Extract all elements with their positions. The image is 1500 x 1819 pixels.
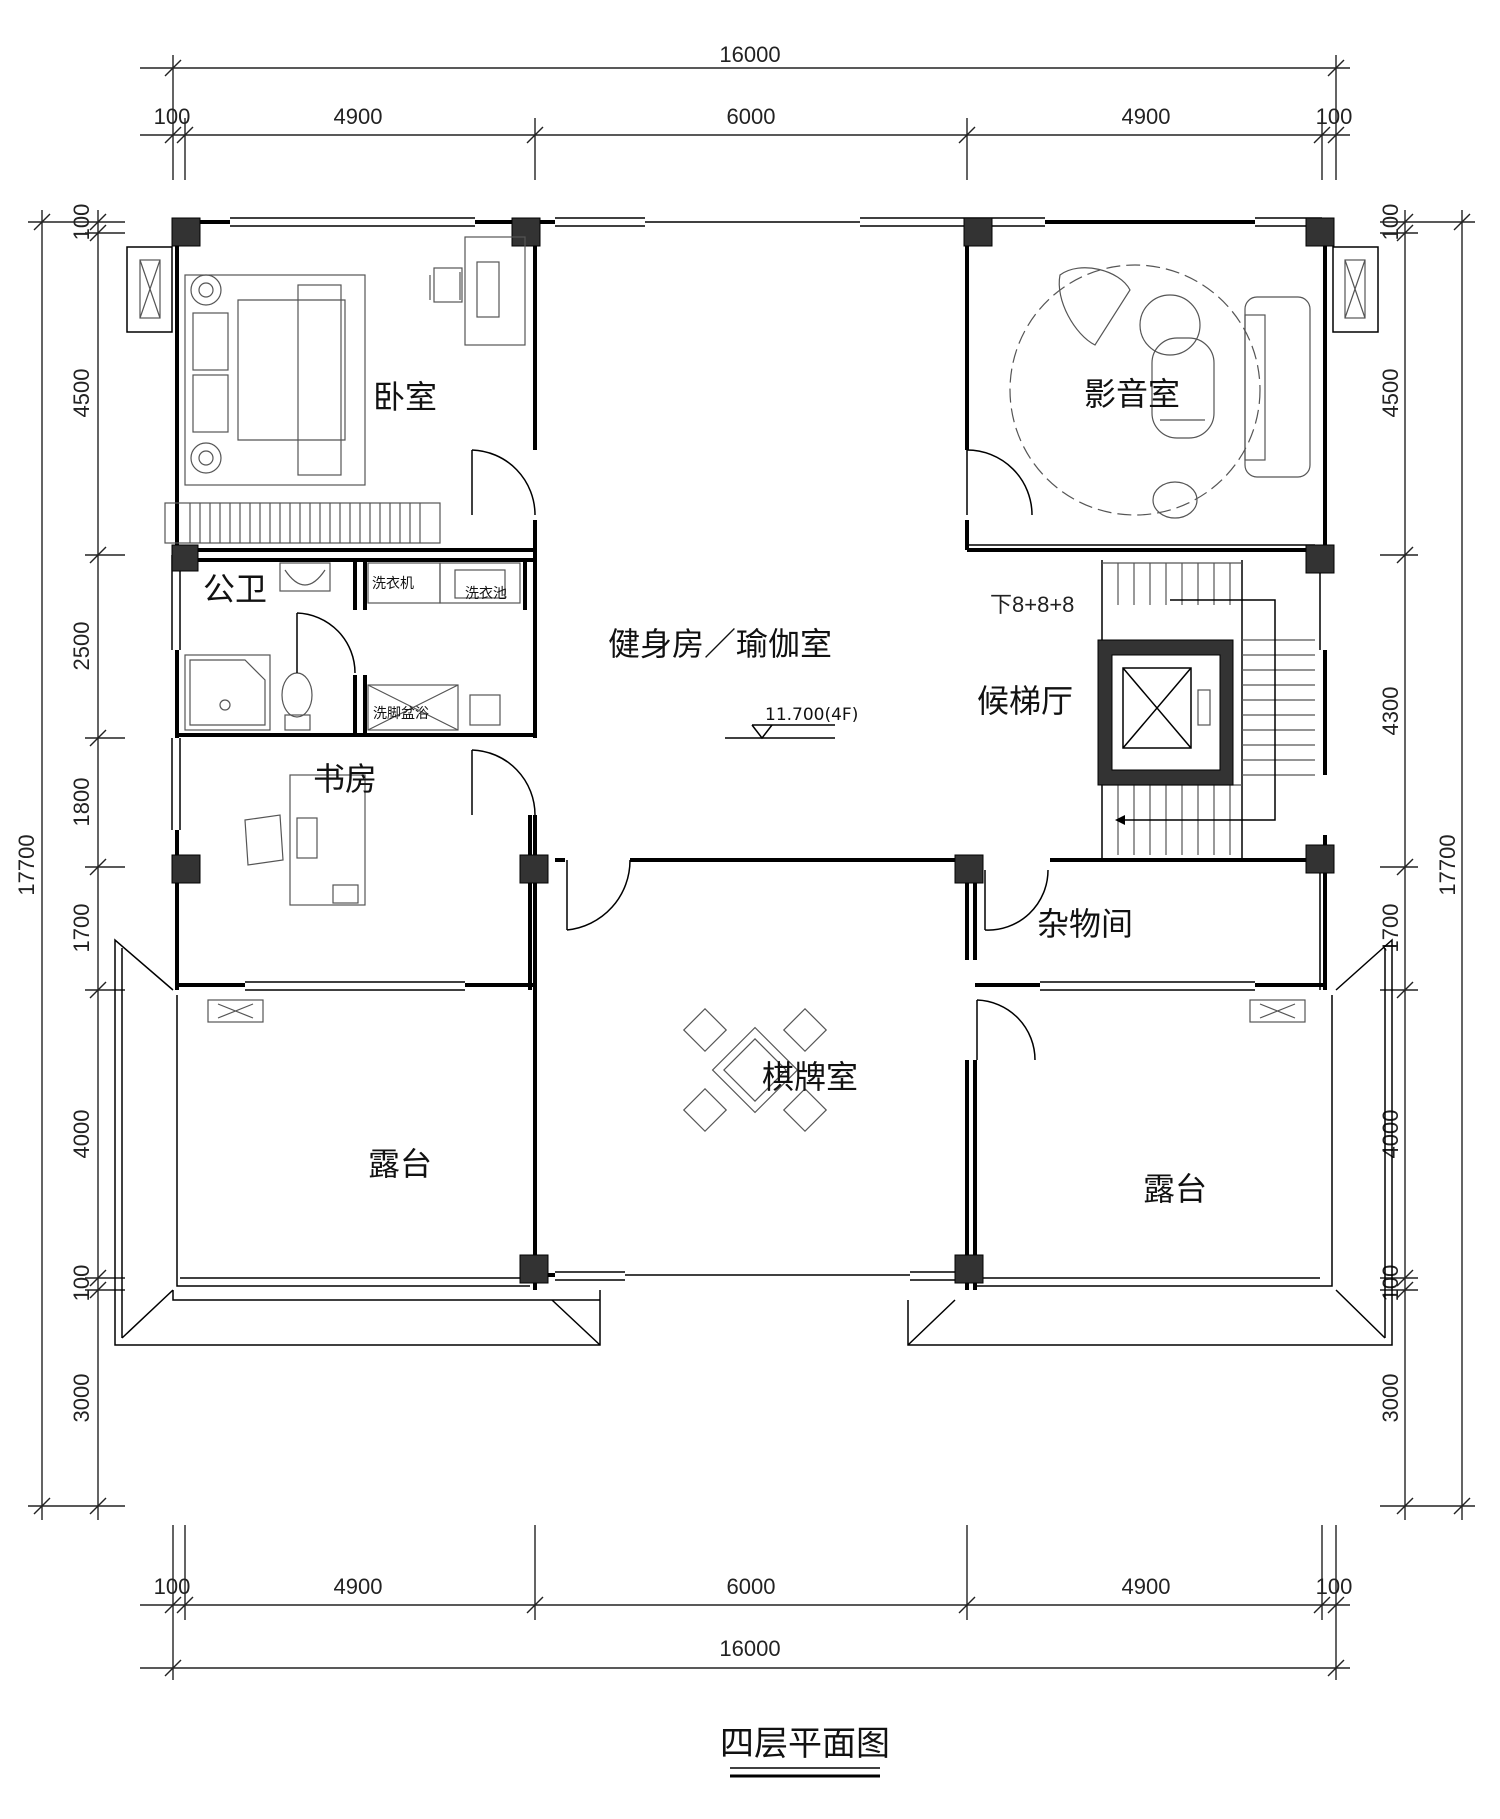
right-dimensions: 100 4500 4300 1700 4000 100 3000 17700 <box>1378 204 1475 1520</box>
dim-top-seg-3: 6000 <box>727 104 776 129</box>
dim-bottom-total: 16000 <box>719 1636 780 1661</box>
dim-top-seg-2: 4900 <box>334 104 383 129</box>
dim-right-seg-5: 4000 <box>1378 1110 1403 1159</box>
walls <box>171 217 1327 1290</box>
dim-left-seg-7: 100 <box>69 1265 94 1302</box>
dim-right-seg-3: 4300 <box>1378 687 1403 736</box>
dim-right-seg-1: 100 <box>1378 204 1403 241</box>
dim-right-seg-4: 1700 <box>1378 904 1403 953</box>
label-gym: 健身房／瑜伽室 <box>608 625 832 663</box>
dim-right-seg-2: 4500 <box>1378 369 1403 418</box>
label-wash-basin: 洗脚盆浴 <box>373 706 429 722</box>
dim-left-seg-4: 1800 <box>69 778 94 827</box>
theater-furniture <box>1009 264 1311 519</box>
study-furniture <box>244 774 366 906</box>
dim-bottom-seg-4: 4900 <box>1122 1574 1171 1599</box>
elevation-marker: 11.700(4F) <box>725 705 858 740</box>
label-study: 书房 <box>313 760 377 798</box>
dim-right-seg-6: 100 <box>1378 1265 1403 1302</box>
dim-left-seg-8: 3000 <box>69 1374 94 1423</box>
plan-title: 四层平面图 <box>720 1724 890 1764</box>
dim-right-total: 17700 <box>1435 834 1460 895</box>
dim-left-seg-6: 4000 <box>69 1110 94 1159</box>
elevation-label: 11.700(4F) <box>765 705 858 725</box>
dim-right-seg-7: 3000 <box>1378 1374 1403 1423</box>
room-labels: 卧室 影音室 公卫 洗衣机 洗衣池 洗脚盆浴 健身房／瑜伽室 下8+8+8 候梯… <box>203 375 1207 1208</box>
ac-units <box>126 246 1379 1023</box>
dim-left-total: 17700 <box>14 834 39 895</box>
dim-top-total: 16000 <box>719 42 780 67</box>
dim-left-seg-1: 100 <box>69 204 94 241</box>
dim-left-seg-3: 2500 <box>69 622 94 671</box>
label-stair-note: 下8+8+8 <box>990 592 1074 617</box>
dim-left-seg-5: 1700 <box>69 904 94 953</box>
dim-top-seg-5: 100 <box>1316 104 1353 129</box>
label-elevator-lobby: 候梯厅 <box>977 682 1073 720</box>
label-storage: 杂物间 <box>1037 905 1133 943</box>
dim-top-seg-1: 100 <box>154 104 191 129</box>
dim-bottom-seg-2: 4900 <box>334 1574 383 1599</box>
label-chess-room: 棋牌室 <box>762 1058 858 1096</box>
label-terrace-left: 露台 <box>368 1145 432 1183</box>
columns <box>171 217 1335 1284</box>
bedroom-furniture <box>164 236 526 544</box>
dim-bottom-seg-1: 100 <box>154 1574 191 1599</box>
label-washer: 洗衣机 <box>372 576 414 592</box>
bottom-dimensions: 100 4900 6000 4900 100 16000 <box>140 1525 1352 1680</box>
bathroom-fixtures <box>184 562 521 731</box>
drawing-title: 四层平面图 <box>720 1724 890 1778</box>
label-bathroom: 公卫 <box>203 570 267 608</box>
top-dimensions: 16000 100 4900 6000 4900 100 <box>140 42 1352 180</box>
label-laundry-sink: 洗衣池 <box>465 586 507 602</box>
left-dimensions: 17700 100 4500 2500 1800 1700 4000 100 3… <box>14 204 125 1520</box>
dim-left-seg-2: 4500 <box>69 369 94 418</box>
label-theater: 影音室 <box>1084 375 1180 413</box>
stair-elevator <box>1097 560 1315 860</box>
chess-table <box>682 1007 828 1133</box>
terrace-outlines <box>114 938 1393 1346</box>
label-terrace-right: 露台 <box>1143 1170 1207 1208</box>
dim-bottom-seg-5: 100 <box>1316 1574 1353 1599</box>
doors <box>296 449 1049 1061</box>
dim-top-seg-4: 4900 <box>1122 104 1171 129</box>
dim-bottom-seg-3: 6000 <box>727 1574 776 1599</box>
label-bedroom: 卧室 <box>373 378 437 416</box>
